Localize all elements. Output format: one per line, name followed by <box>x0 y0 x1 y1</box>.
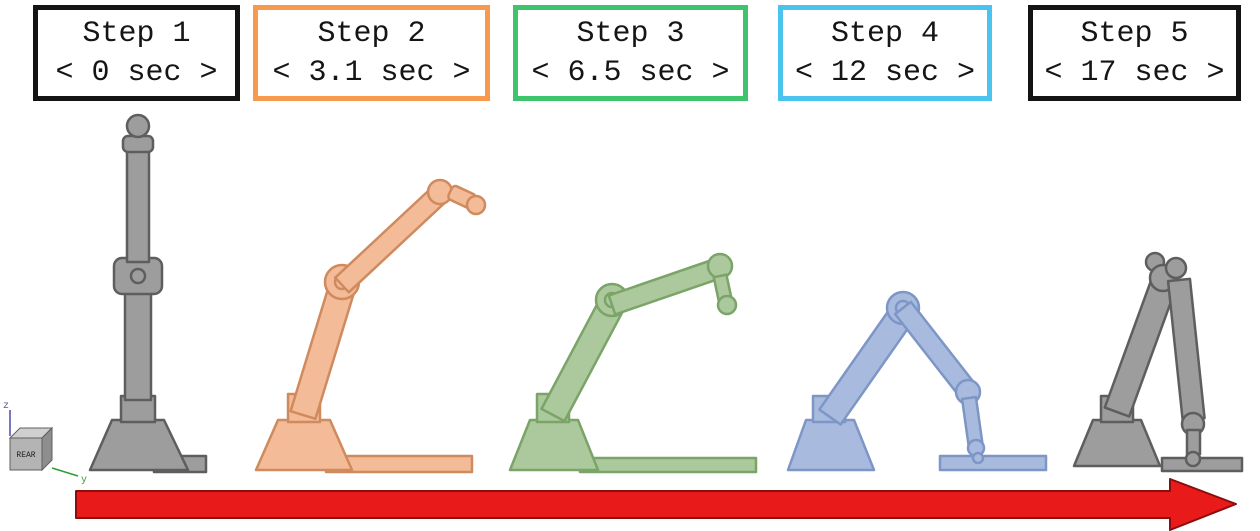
step-time: < 12 sec > <box>794 55 976 90</box>
z-axis-label: z <box>3 401 9 412</box>
step-time: < 0 sec > <box>55 55 218 90</box>
robot-base <box>508 418 600 472</box>
step-label: Step 1 <box>82 16 191 51</box>
robot-arm-step-2-icon <box>254 178 487 474</box>
step-box-3: Step 3 < 6.5 sec > <box>513 5 748 101</box>
end-effector <box>1184 450 1202 468</box>
robot-base <box>786 418 876 472</box>
step-label: Step 3 <box>576 16 685 51</box>
step-label: Step 5 <box>1080 16 1189 51</box>
upper-link <box>607 256 726 316</box>
lower-link <box>1103 274 1179 418</box>
upper-link <box>333 184 449 294</box>
step-box-5: Step 5 < 17 sec > <box>1028 5 1241 101</box>
step-time: < 6.5 sec > <box>531 55 730 90</box>
end-effector <box>125 113 151 139</box>
step-time: < 17 sec > <box>1044 55 1225 90</box>
upper-link <box>1166 277 1206 422</box>
y-axis-line <box>51 467 79 477</box>
payload-plate <box>578 456 758 474</box>
robot-arm-step-5-icon <box>1072 251 1244 473</box>
robot-base <box>88 418 190 472</box>
end-effector <box>465 194 487 216</box>
payload-plate <box>938 454 1048 472</box>
step-box-1: Step 1 < 0 sec > <box>33 5 240 101</box>
gizmo-cube-label: REAR <box>16 451 35 460</box>
robot-arm-step-1-icon <box>88 113 208 474</box>
elbow-axis <box>129 267 147 285</box>
upper-link <box>125 146 151 264</box>
robot-base <box>254 418 354 472</box>
gripper <box>960 395 984 446</box>
view-orientation-gizmo: z REAR y <box>3 401 87 486</box>
lower-link <box>123 288 153 402</box>
robot-arm-step-4-icon <box>786 290 1048 472</box>
elbow-joint <box>112 256 164 296</box>
robot-base <box>1072 418 1162 468</box>
wrist-joint <box>706 252 734 280</box>
y-axis-label: y <box>81 475 87 486</box>
payload-plate <box>1160 456 1244 473</box>
step-time: < 3.1 sec > <box>272 55 471 90</box>
end-effector <box>716 294 738 316</box>
wrist-joint <box>426 178 454 206</box>
end-effector <box>971 451 985 465</box>
wrist-joint <box>121 134 155 154</box>
step-label: Step 4 <box>830 16 940 51</box>
timeline-arrow <box>75 478 1237 531</box>
elbow-joint <box>1164 256 1188 280</box>
gizmo-cube-side <box>41 426 53 472</box>
step-box-2: Step 2 < 3.1 sec > <box>253 5 490 101</box>
robot-arm-step-3-icon <box>508 252 758 474</box>
gripper <box>1185 428 1202 456</box>
step-box-4: Step 4 < 12 sec > <box>778 5 992 101</box>
step-label: Step 2 <box>317 16 426 51</box>
